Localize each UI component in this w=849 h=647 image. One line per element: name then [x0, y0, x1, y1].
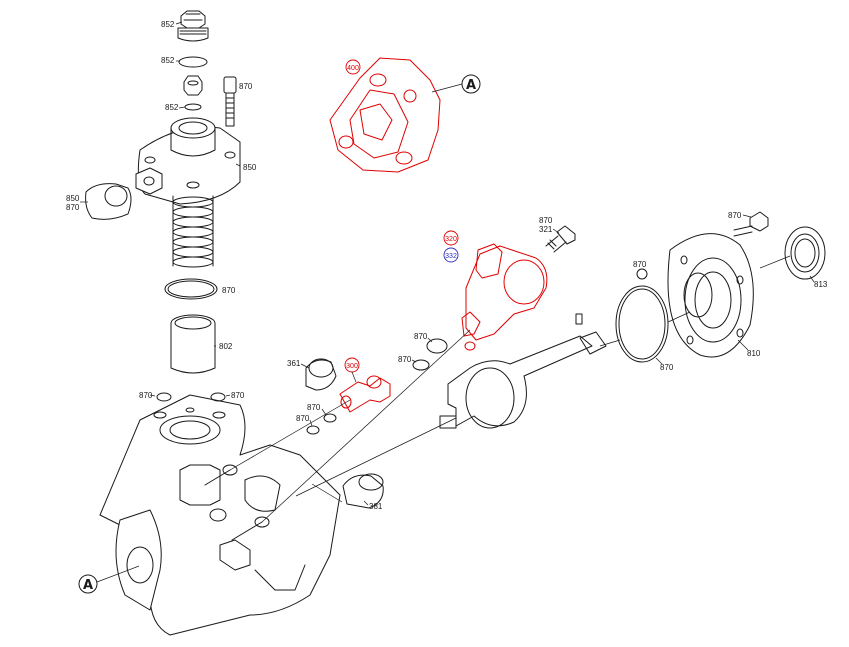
label-870-oring-a: 870: [307, 403, 321, 412]
metering-unit-320: [461, 243, 548, 351]
oring-852-upper: [178, 56, 208, 68]
label-870-oring-c: 870: [398, 355, 412, 364]
label-870-oring-b: 870: [296, 414, 310, 423]
cup-802: [170, 314, 216, 374]
label-852-plug: 852: [161, 20, 175, 29]
oring-870-c: [412, 359, 430, 371]
label-321: 321: [539, 225, 553, 234]
spring-assembly: [172, 195, 214, 268]
plug-852: [177, 10, 209, 42]
circled-320: 320: [443, 230, 459, 246]
label-870-cap: 870: [66, 203, 80, 212]
seal-ring-870: [615, 285, 669, 363]
label-852-washer: 852: [165, 103, 179, 112]
label-381: 381: [369, 502, 383, 511]
washer-870-right: [210, 392, 231, 402]
housing-400: [329, 57, 441, 173]
plug-381: [311, 473, 384, 509]
element-housing-850: [135, 117, 241, 205]
label-850-housing: 850: [243, 163, 257, 172]
svg-text:320: 320: [445, 236, 457, 243]
oring-870-a: [323, 413, 337, 423]
valve-300: [339, 375, 391, 413]
plug-361: [305, 358, 337, 391]
shaft-seal-813: [784, 226, 826, 280]
svg-text:332: 332: [445, 253, 457, 260]
bolt-870-top: [223, 76, 237, 127]
circled-300: 300: [344, 357, 360, 383]
washer-870-left: [149, 392, 172, 402]
pump-body: [99, 394, 341, 636]
label-802: 802: [219, 342, 233, 351]
label-870-left: 870: [139, 391, 153, 400]
nut-852: [183, 75, 203, 96]
oring-870-b: [306, 425, 320, 435]
axis-lines: [229, 255, 791, 523]
ref-circle-A-left: A: [78, 565, 140, 594]
part-labels: 852 852 852 870 850 850 870 870 802 870 …: [66, 20, 828, 511]
label-813: 813: [814, 280, 828, 289]
circled-400: 400: [345, 59, 361, 75]
label-870-right: 870: [231, 391, 245, 400]
label-870-bigring: 870: [660, 363, 674, 372]
oring-870-mid: [164, 278, 218, 300]
cap-850-870: [85, 183, 132, 220]
ref-circle-A-top: A: [431, 74, 481, 94]
label-870-flange-washer: 870: [633, 260, 647, 269]
svg-text:A: A: [83, 578, 93, 593]
label-870-bolt: 870: [239, 82, 253, 91]
label-810: 810: [747, 349, 761, 358]
label-870-screw: 870: [539, 216, 553, 225]
label-850-cap: 850: [66, 194, 80, 203]
screw-321-870: [545, 225, 576, 253]
label-852-oring: 852: [161, 56, 175, 65]
label-870-ring: 870: [222, 286, 236, 295]
svg-text:A: A: [466, 78, 476, 93]
svg-text:300: 300: [346, 363, 358, 370]
washer-870-flange: [636, 268, 648, 280]
label-870-oring-d: 870: [414, 332, 428, 341]
circled-332: 332: [443, 247, 459, 263]
washer-852: [184, 103, 202, 111]
label-870-flange-screw: 870: [728, 211, 742, 220]
drive-shaft: [439, 313, 607, 429]
label-361: 361: [287, 359, 301, 368]
oring-870-d: [426, 338, 448, 354]
flange-810: [667, 233, 754, 358]
screw-870-flange: [733, 211, 769, 237]
svg-text:400: 400: [347, 65, 359, 72]
